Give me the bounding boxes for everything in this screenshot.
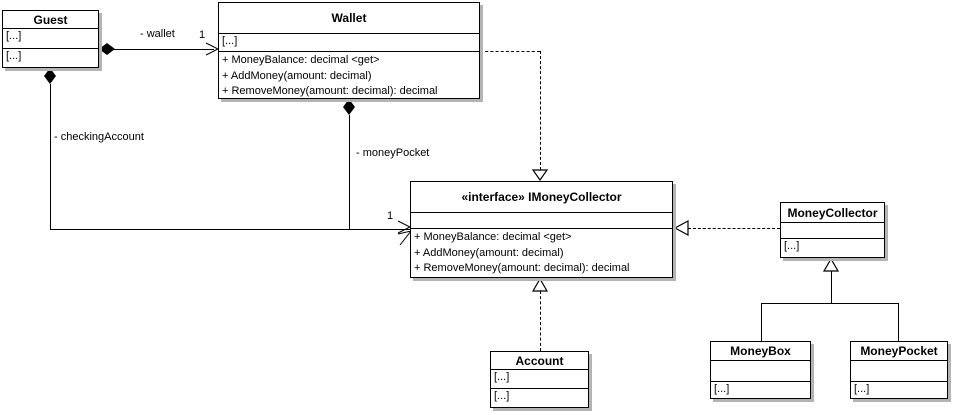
class-moneybox-attributes xyxy=(711,361,810,382)
edge-wallet-realization-vertical[interactable] xyxy=(540,51,541,170)
edge-label-checking-account: - checkingAccount xyxy=(54,131,144,143)
realization-arrow-icon xyxy=(531,277,549,292)
composition-diamond-icon xyxy=(44,68,56,84)
generalization-arrow-icon xyxy=(822,257,840,272)
class-guest[interactable]: Guest [...] [...] xyxy=(2,10,99,68)
composition-diamond-icon xyxy=(343,99,355,115)
composition-diamond-icon xyxy=(99,43,115,55)
edge-multiplicity-wallet: 1 xyxy=(199,29,206,41)
class-account-name: Account xyxy=(491,352,588,370)
class-wallet[interactable]: Wallet [...] + MoneyBalance: decimal <ge… xyxy=(218,2,480,99)
class-wallet-name: Wallet xyxy=(219,3,479,34)
edge-generalization-moneypocket-vertical[interactable] xyxy=(898,303,899,341)
edge-generalization-moneybox-vertical[interactable] xyxy=(761,303,762,341)
class-guest-operations: [...] xyxy=(6,50,22,62)
realization-arrow-icon xyxy=(531,169,549,182)
edge-wallet-moneypocket-vertical[interactable] xyxy=(349,115,350,229)
class-moneybox-operations: [...] xyxy=(714,383,730,395)
operation: + RemoveMoney(amount: decimal): decimal xyxy=(414,262,630,274)
interface-imoneycollector-operations: + MoneyBalance: decimal <get> + AddMoney… xyxy=(411,229,672,277)
edge-guest-checking-vertical[interactable] xyxy=(50,84,51,229)
edge-generalization-stem[interactable] xyxy=(831,271,832,303)
class-moneypocket-attributes xyxy=(851,361,947,382)
class-account-attributes: [...] xyxy=(491,370,588,389)
edge-moneycollector-realization-horizontal[interactable] xyxy=(688,228,780,229)
class-moneycollector[interactable]: MoneyCollector [...] xyxy=(780,202,885,258)
operation: + AddMoney(amount: decimal) xyxy=(222,69,372,82)
class-moneycollector-operations: [...] xyxy=(784,240,800,252)
edge-guest-wallet-line[interactable] xyxy=(114,49,214,50)
class-wallet-operations: + MoneyBalance: decimal <get> + AddMoney… xyxy=(219,52,479,98)
association-arrow-icon xyxy=(397,220,412,234)
class-moneypocket[interactable]: MoneyPocket [...] xyxy=(850,341,948,399)
operation: + MoneyBalance: decimal <get> xyxy=(414,231,572,243)
interface-imoneycollector-name: «interface» IMoneyCollector xyxy=(411,182,672,213)
class-moneypocket-name: MoneyPocket xyxy=(851,342,947,361)
edge-generalization-crossbar[interactable] xyxy=(761,303,899,304)
operation: + MoneyBalance: decimal <get> xyxy=(222,54,380,66)
operation: + RemoveMoney(amount: decimal): decimal xyxy=(222,85,438,97)
edge-guest-checking-horizontal[interactable] xyxy=(50,229,410,230)
class-account[interactable]: Account [...] [...] xyxy=(490,351,589,408)
operation: + AddMoney(amount: decimal) xyxy=(414,246,564,259)
edge-wallet-realization-horizontal[interactable] xyxy=(480,51,540,52)
class-wallet-attributes: [...] xyxy=(219,34,479,52)
interface-imoneycollector-attributes xyxy=(411,213,672,229)
class-account-operations: [...] xyxy=(494,390,510,402)
interface-imoneycollector[interactable]: «interface» IMoneyCollector + MoneyBalan… xyxy=(410,181,673,278)
realization-arrow-icon xyxy=(673,219,689,237)
class-moneycollector-name: MoneyCollector xyxy=(781,203,884,223)
class-moneybox[interactable]: MoneyBox [...] xyxy=(710,341,811,399)
edge-account-realization-vertical[interactable] xyxy=(540,291,541,351)
class-guest-name: Guest xyxy=(3,11,98,29)
class-moneycollector-attributes xyxy=(781,223,884,239)
class-moneybox-name: MoneyBox xyxy=(711,342,810,361)
class-moneypocket-operations: [...] xyxy=(854,383,870,395)
edge-label-wallet: - wallet xyxy=(140,28,175,40)
class-guest-attributes: [...] xyxy=(3,29,98,49)
edge-multiplicity-checking-account: 1 xyxy=(387,210,394,222)
edge-label-money-pocket: - moneyPocket xyxy=(356,147,430,159)
